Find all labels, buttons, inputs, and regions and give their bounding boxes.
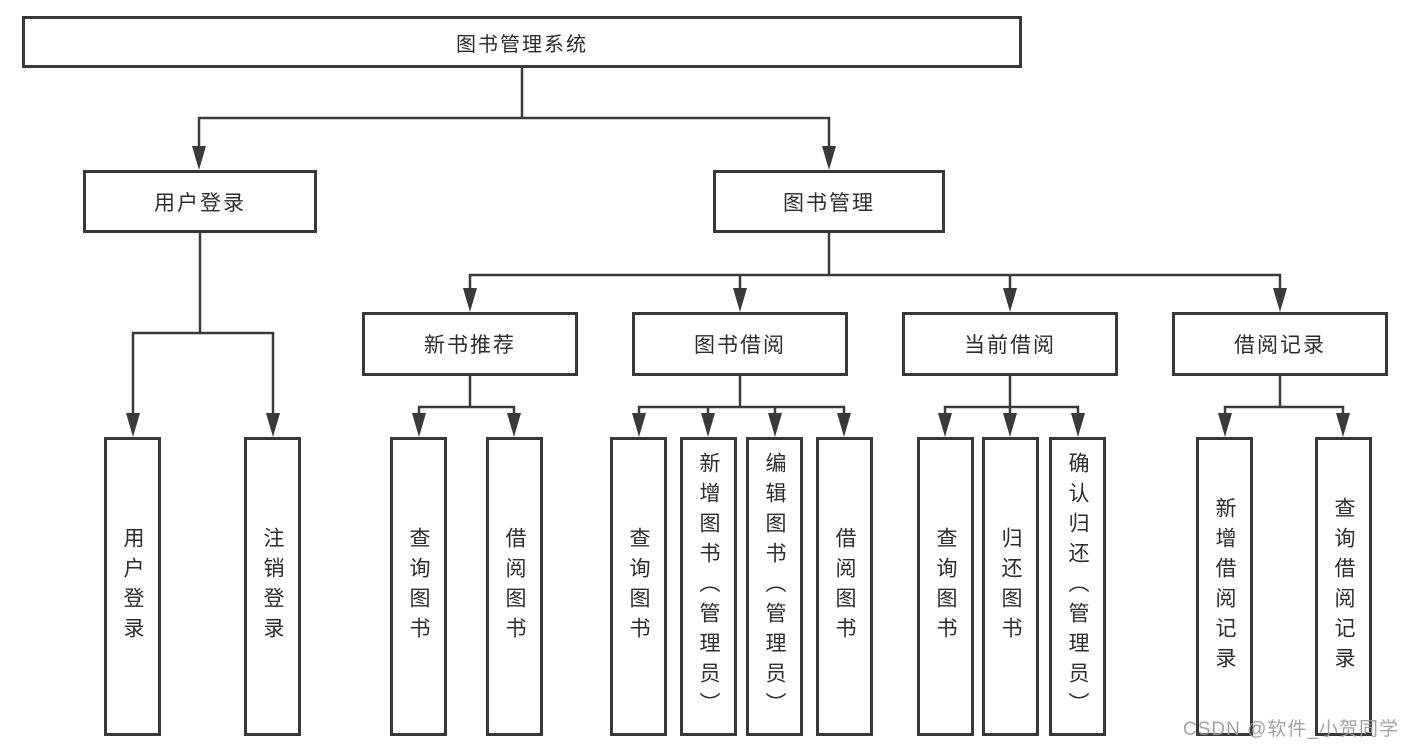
- leaf-recommend-borrow-books: 借阅图书: [486, 437, 543, 736]
- leaf-current-return-books: 归还图书: [982, 437, 1039, 736]
- leaf-recommend-query-books: 查询图书: [390, 437, 447, 736]
- leaf-current-confirm-return-admin: 确认归还（管理员）: [1049, 437, 1106, 736]
- node-borrow-records: 借阅记录: [1172, 312, 1388, 376]
- leaf-borrow-edit-books-admin: 编辑图书（管理员）: [746, 437, 803, 736]
- node-root: 图书管理系统: [22, 16, 1022, 68]
- tree-edges: [131, 66, 1345, 418]
- leaf-current-confirm-return-admin-label: 确认归还（管理员）: [1066, 451, 1089, 722]
- leaf-borrow-edit-books-admin-label: 编辑图书（管理员）: [763, 451, 786, 722]
- leaf-logout: 注销登录: [244, 437, 301, 736]
- leaf-borrow-query-books: 查询图书: [610, 437, 667, 736]
- node-root-label: 图书管理系统: [456, 33, 588, 56]
- node-user-login-label: 用户登录: [154, 191, 246, 215]
- node-new-book-recommend-label: 新书推荐: [424, 334, 516, 357]
- leaf-logout-label: 注销登录: [261, 526, 284, 647]
- node-current-borrow: 当前借阅: [902, 312, 1118, 376]
- leaf-records-add-record: 新增借阅记录: [1196, 437, 1253, 736]
- leaf-user-login: 用户登录: [104, 437, 161, 736]
- leaf-borrow-add-books-admin-label: 新增图书（管理员）: [697, 451, 720, 722]
- leaf-recommend-borrow-books-label: 借阅图书: [503, 526, 526, 647]
- node-new-book-recommend: 新书推荐: [362, 312, 578, 376]
- node-user-login: 用户登录: [83, 170, 317, 233]
- arrowheads: [126, 146, 1350, 437]
- leaf-borrow-borrow-books-label: 借阅图书: [833, 526, 856, 647]
- leaf-records-add-record-label: 新增借阅记录: [1213, 496, 1236, 677]
- csdn-watermark: CSDN @软件_小贺同学: [1183, 719, 1399, 740]
- leaf-borrow-add-books-admin: 新增图书（管理员）: [680, 437, 737, 736]
- node-current-borrow-label: 当前借阅: [964, 334, 1056, 357]
- leaf-borrow-borrow-books: 借阅图书: [816, 437, 873, 736]
- leaf-current-return-books-label: 归还图书: [999, 526, 1022, 647]
- leaf-user-login-label: 用户登录: [121, 526, 144, 647]
- node-book-management-label: 图书管理: [783, 191, 875, 215]
- node-book-borrow-label: 图书借阅: [694, 334, 786, 357]
- leaf-records-query-record: 查询借阅记录: [1315, 437, 1372, 736]
- node-book-management: 图书管理: [713, 170, 945, 233]
- leaf-recommend-query-books-label: 查询图书: [407, 526, 430, 647]
- leaf-records-query-record-label: 查询借阅记录: [1332, 496, 1355, 677]
- node-book-borrow: 图书借阅: [632, 312, 848, 376]
- leaf-current-query-books-label: 查询图书: [934, 526, 957, 647]
- leaf-current-query-books: 查询图书: [917, 437, 974, 736]
- leaf-borrow-query-books-label: 查询图书: [627, 526, 650, 647]
- node-borrow-records-label: 借阅记录: [1234, 334, 1326, 357]
